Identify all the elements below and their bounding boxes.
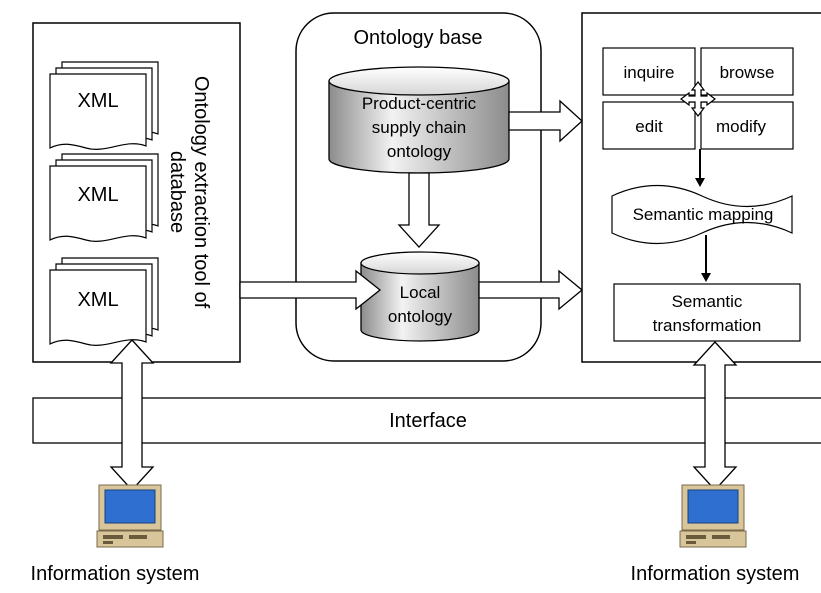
extraction-tool-label-line2: database <box>166 151 188 233</box>
xml-document-stack: XML <box>49 257 159 346</box>
local-db-line2: ontology <box>388 307 453 326</box>
top-db-line2: supply chain <box>372 118 467 137</box>
xml-label: XML <box>77 289 118 311</box>
arrowhead-icon <box>695 178 705 187</box>
local-db-line1: Local <box>400 283 441 302</box>
modify-button[interactable] <box>700 101 794 150</box>
computer-icon <box>679 484 747 548</box>
browse-label: browse <box>720 63 775 82</box>
semantic-transformation-box <box>613 283 801 342</box>
top-db-line1: Product-centric <box>362 94 477 113</box>
edit-label: edit <box>635 117 663 136</box>
semantic-mapping-box <box>611 184 793 245</box>
product-centric-ontology-database: Product-centric supply chain ontology <box>328 66 510 174</box>
xml-document-stack: XML <box>49 153 159 242</box>
extraction-tool-label: Ontology extraction tool of database <box>166 76 212 309</box>
semantic-transformation-line1: Semantic <box>672 292 743 311</box>
interface-bar <box>32 397 821 444</box>
right-arrow-icon <box>508 99 583 143</box>
edit-button[interactable] <box>602 101 696 150</box>
xml-document-stack: XML <box>49 61 159 150</box>
browse-button[interactable] <box>700 47 794 96</box>
inquire-label: inquire <box>623 63 674 82</box>
down-arrow-icon <box>397 172 441 248</box>
xml-label: XML <box>77 184 118 206</box>
semantic-mapping-label: Semantic mapping <box>633 205 774 224</box>
arrowhead-icon <box>701 273 711 282</box>
semantic-transformation-line2: transformation <box>653 316 762 335</box>
right-information-system-label: Information system <box>631 563 800 585</box>
inquire-button[interactable] <box>602 47 696 96</box>
left-information-system-label: Information system <box>31 563 200 585</box>
right-arrow-icon <box>239 269 382 311</box>
local-ontology-database: Local ontology <box>360 251 480 342</box>
four-way-arrow-icon <box>680 81 716 117</box>
extraction-tool-label-line1: Ontology extraction tool of <box>190 76 212 309</box>
modify-label: modify <box>716 117 767 136</box>
xml-label: XML <box>77 90 118 112</box>
computer-icon <box>96 484 164 548</box>
top-db-line3: ontology <box>387 142 452 161</box>
right-arrow-icon <box>478 269 584 311</box>
interface-label: Interface <box>389 410 467 432</box>
ontology-base-title: Ontology base <box>354 27 483 49</box>
